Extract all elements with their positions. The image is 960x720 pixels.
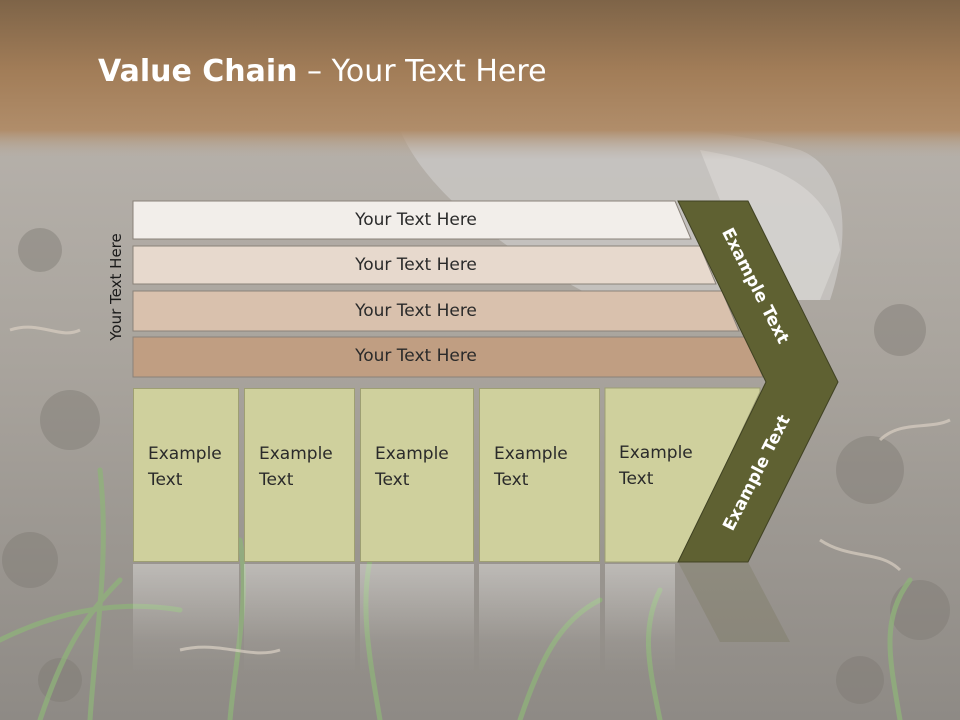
row-label-2: Your Text Here [355, 255, 477, 275]
row-band-4 [132, 336, 764, 378]
row-label-3: Your Text Here [355, 301, 477, 321]
row-band-1 [132, 200, 692, 240]
row-band-2 [132, 245, 717, 285]
row-label-1: Your Text Here [355, 210, 477, 230]
row-label-4: Your Text Here [355, 346, 477, 366]
slide-title: Value Chain – Your Text Here [98, 54, 547, 89]
chevron-arrow [677, 200, 839, 563]
row-band-3 [132, 290, 740, 332]
